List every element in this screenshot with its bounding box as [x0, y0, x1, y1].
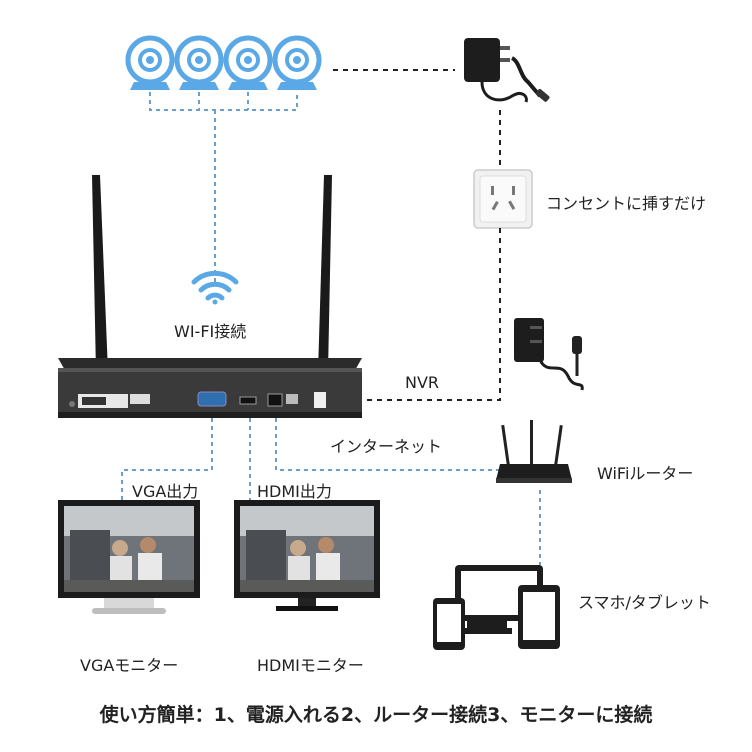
- wifi-label: WI-FI接続: [174, 322, 247, 341]
- router-device: [496, 420, 572, 483]
- outlet-nvr-line: [362, 228, 501, 401]
- vga-output-label: VGA出力: [132, 482, 199, 501]
- nvr-label: NVR: [405, 373, 440, 392]
- outlet-label: コンセントに挿すだけ: [546, 194, 707, 213]
- hdmi-output-label: HDMI出力: [257, 482, 332, 501]
- mobile-devices-icon: [433, 565, 560, 650]
- wifi-icon: [191, 270, 239, 305]
- nvr-output-lines: [121, 418, 541, 565]
- camera-4: [272, 35, 322, 90]
- hdmi-monitor: [234, 500, 380, 611]
- wall-outlet: [473, 169, 533, 229]
- power-adapter-nvr: [514, 318, 584, 391]
- internet-label: インターネット: [330, 437, 443, 456]
- vga-monitor-label: VGAモニター: [80, 656, 179, 675]
- hdmi-monitor-label: HDMIモニター: [257, 656, 364, 675]
- router-label: WiFiルーター: [597, 464, 694, 483]
- camera-1: [125, 35, 175, 90]
- camera-3: [223, 35, 273, 90]
- smartphone-tablet-label: スマホ/タブレット: [578, 593, 711, 612]
- camera-link-lines: [149, 92, 298, 285]
- vga-monitor: [58, 500, 200, 614]
- nvr-device: [58, 175, 362, 418]
- camera-group: [125, 35, 322, 90]
- power-adapter-top: [464, 38, 550, 103]
- camera-2: [174, 35, 224, 90]
- usage-instructions: 使い方簡単：1、電源入れる2、ルーター接続3、モニターに接続: [99, 704, 653, 726]
